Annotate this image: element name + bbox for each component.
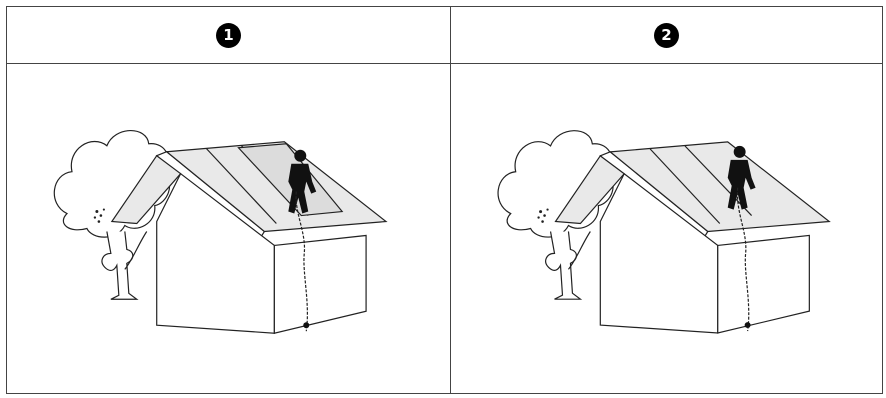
worker-icon — [288, 149, 317, 214]
step-2-header: 2 — [451, 7, 882, 64]
step-2-illustration — [451, 64, 882, 393]
steps-table: 1 2 — [6, 6, 883, 394]
house-icon — [554, 141, 831, 334]
step-1-badge: 1 — [216, 22, 241, 48]
tree-icon — [53, 130, 171, 300]
step-1-header: 1 — [7, 7, 451, 64]
anchor-icon — [744, 322, 751, 329]
anchor-icon — [303, 322, 310, 329]
house-icon — [110, 141, 388, 334]
roof-work-scene-2 — [497, 130, 831, 334]
step-1-illustration — [7, 64, 451, 393]
tree-icon — [497, 130, 614, 300]
step-2-badge: 2 — [654, 22, 679, 48]
lifeline-icon — [567, 187, 750, 332]
lifeline-icon — [124, 191, 308, 332]
worker-icon — [727, 145, 756, 210]
roof-work-scene-1 — [53, 130, 388, 334]
